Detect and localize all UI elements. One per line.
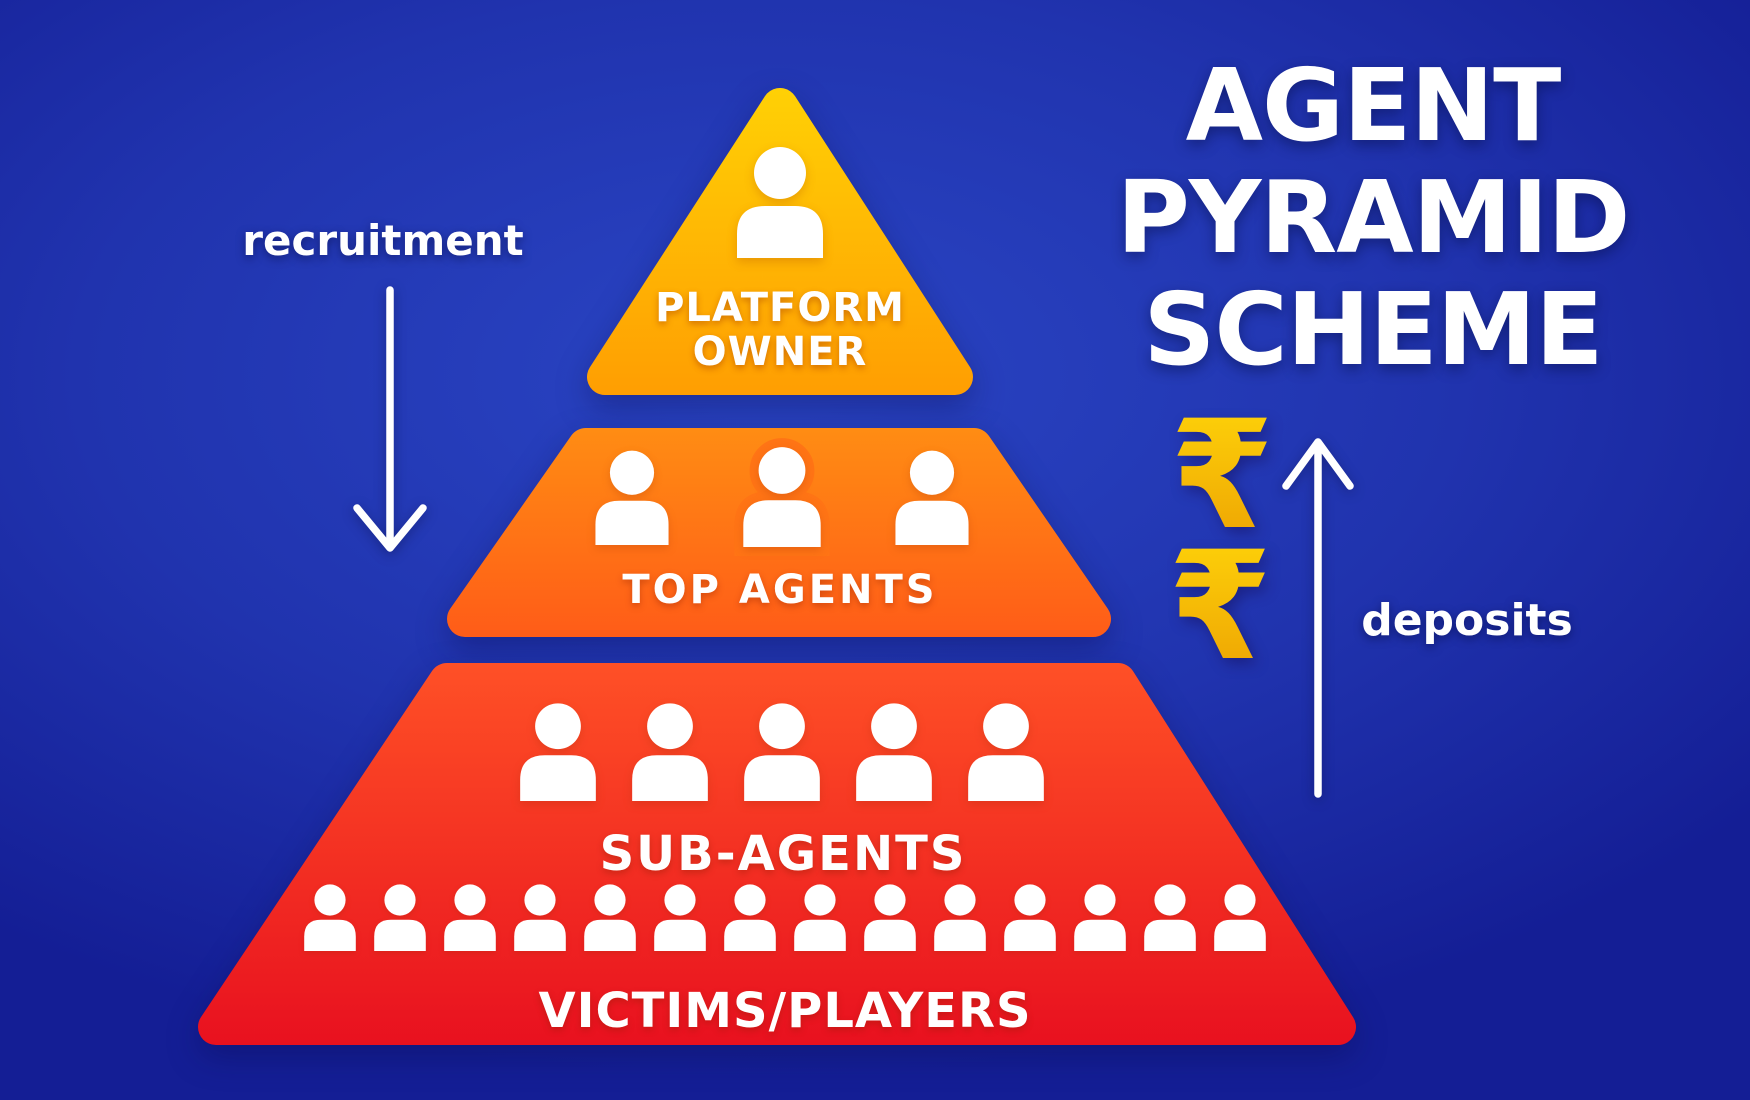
rupee-icon: ₹ <box>1168 520 1272 694</box>
recruitment-label: recruitment <box>242 216 524 265</box>
title-line-1: AGENT <box>1185 47 1562 164</box>
title-line-2: PYRAMID <box>1116 159 1631 276</box>
arrow-up-icon <box>1282 438 1354 798</box>
platform-owner-label: PLATFORM OWNER <box>655 286 905 374</box>
arrow-down-icon <box>353 286 427 552</box>
page-title: AGENT PYRAMID SCHEME <box>1116 47 1631 388</box>
platform-owner-label-line-2: OWNER <box>692 329 868 375</box>
sub-agents-label: SUB-AGENTS <box>599 826 967 882</box>
title-line-3: SCHEME <box>1143 271 1603 388</box>
deposits-label: deposits <box>1361 595 1573 646</box>
tier-sub-agents-victims <box>198 663 1356 1045</box>
victims-label: VICTIMS/PLAYERS <box>538 983 1032 1039</box>
platform-owner-label-line-1: PLATFORM <box>655 285 905 331</box>
top-agents-label: TOP AGENTS <box>622 567 938 613</box>
rupee-icon: ₹ <box>1170 389 1274 563</box>
